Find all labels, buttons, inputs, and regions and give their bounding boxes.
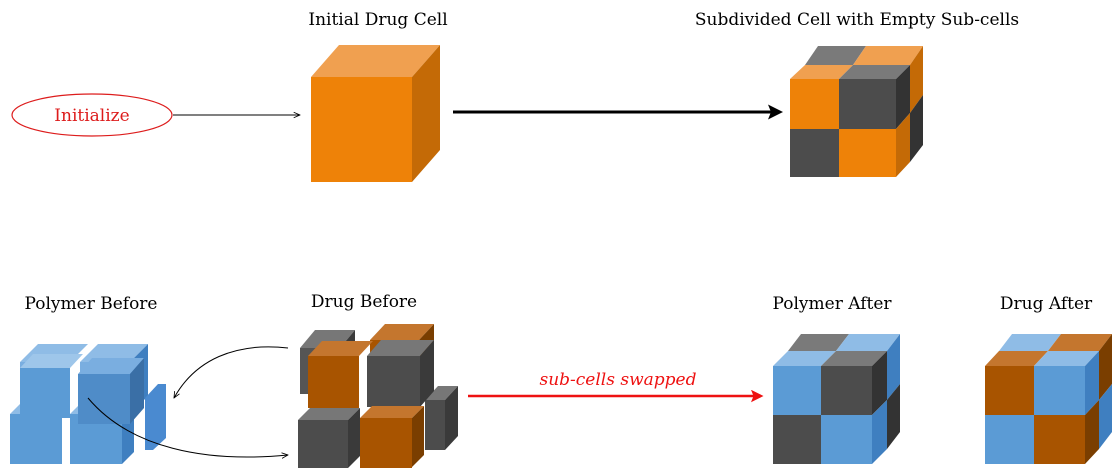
label-drug-after: Drug After — [1000, 294, 1093, 314]
drug-before-cluster — [298, 324, 458, 468]
label-drug-before: Drug Before — [311, 292, 417, 312]
swap-curve-to-polymer — [174, 346, 289, 398]
label-polymer-after: Polymer After — [772, 294, 892, 314]
subdivided-cell — [790, 46, 923, 177]
initial-drug-cube — [311, 45, 440, 182]
polymer-before-cluster — [10, 344, 166, 464]
drug-after-cube — [985, 334, 1112, 464]
label-subdivided-cell: Subdivided Cell with Empty Sub-cells — [695, 10, 1019, 30]
label-polymer-before: Polymer Before — [24, 294, 157, 314]
polymer-after-cube — [773, 334, 900, 464]
initialize-button[interactable]: Initialize — [11, 93, 173, 137]
swap-arrow-label: sub-cells swapped — [539, 370, 696, 390]
swap-curve-to-drug — [87, 397, 288, 457]
initialize-label: Initialize — [54, 106, 129, 126]
label-initial-drug-cell: Initial Drug Cell — [308, 10, 447, 30]
